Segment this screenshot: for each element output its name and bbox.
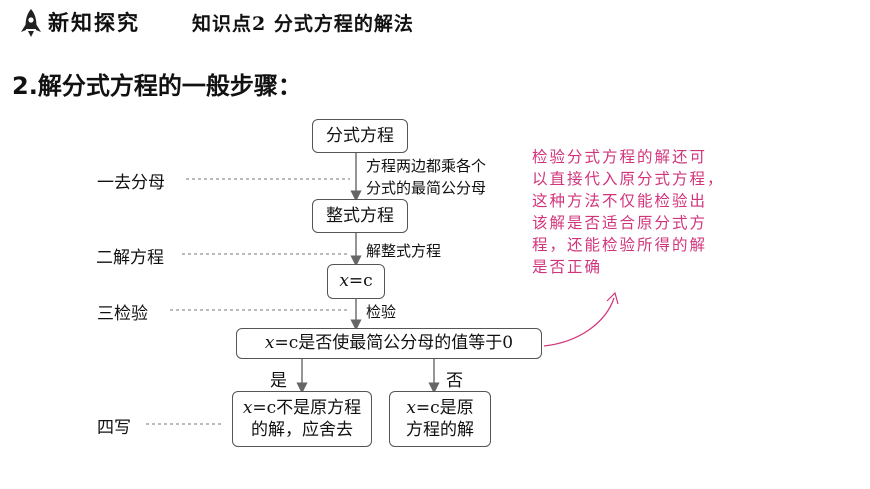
box-integral-equation-label: 整式方程 bbox=[326, 205, 394, 226]
box-check-condition-label: x=c是否使最简公分母的值等于0 bbox=[264, 333, 514, 354]
box-check-condition: x=c是否使最简公分母的值等于0 bbox=[236, 328, 542, 359]
box-solution-value: x=c bbox=[327, 264, 385, 299]
branch-yes-label: 是 bbox=[270, 371, 287, 391]
box-fractional-equation: 分式方程 bbox=[312, 119, 408, 153]
box-is-solution-label: x=c是原方程的解 bbox=[406, 397, 474, 440]
tip-line: 这种方法不仅能检验出 bbox=[532, 192, 708, 210]
step-remove-denominator: 一去分母 bbox=[97, 173, 165, 193]
tip-line: 是否正确 bbox=[532, 258, 603, 276]
step-check: 三检验 bbox=[97, 304, 148, 324]
note-solve-integral: 解整式方程 bbox=[366, 242, 442, 260]
box-integral-equation: 整式方程 bbox=[312, 199, 408, 233]
box-is-solution: x=c是原方程的解 bbox=[389, 391, 491, 447]
tip-line: 该解是否适合原分式方 bbox=[532, 214, 708, 232]
header-bar: 新知探究 知识点2 分式方程的解法 bbox=[0, 0, 870, 44]
note-check: 检验 bbox=[366, 303, 397, 321]
rocket-icon bbox=[21, 9, 41, 37]
box-solution-value-label: x=c bbox=[339, 271, 373, 292]
tip-line: 检验分式方程的解还可 bbox=[532, 148, 708, 166]
step-solve-equation: 二解方程 bbox=[96, 248, 164, 268]
tip-line: 程，还能检验所得的解 bbox=[532, 236, 708, 254]
page-title: 2.解分式方程的一般步骤： bbox=[12, 72, 302, 100]
note-multiply-lcd-1: 方程两边都乘各个 bbox=[366, 157, 487, 175]
box-not-solution: x=c不是原方程的解，应舍去 bbox=[232, 391, 372, 447]
topic-title: 知识点2 分式方程的解法 bbox=[192, 13, 414, 35]
note-multiply-lcd-2: 分式的最简公分母 bbox=[366, 179, 487, 197]
step-write: 四写 bbox=[97, 418, 131, 438]
tip-line: 以直接代入原分式方程， bbox=[532, 170, 725, 188]
branch-no-label: 否 bbox=[446, 371, 463, 391]
box-fractional-equation-label: 分式方程 bbox=[326, 125, 394, 146]
box-not-solution-label: x=c不是原方程的解，应舍去 bbox=[242, 397, 362, 440]
section-title: 新知探究 bbox=[48, 10, 140, 35]
tip-note: 检验分式方程的解还可 以直接代入原分式方程， 这种方法不仅能检验出 该解是否适合… bbox=[532, 146, 752, 278]
